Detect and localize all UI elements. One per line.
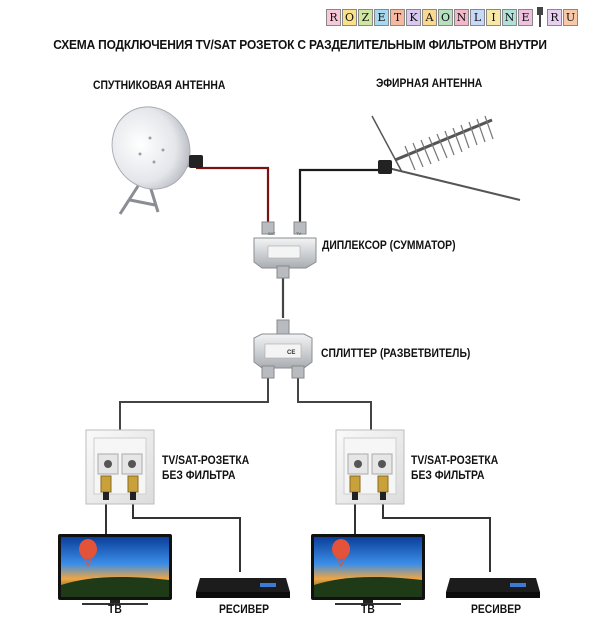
tv-sat-socket-right <box>335 429 405 505</box>
terrestrial-antenna-icon <box>371 115 521 201</box>
cable-socket-left-to-receiver <box>132 500 241 572</box>
tv-sat-socket-left <box>85 429 155 505</box>
logo-letter: I <box>486 8 501 26</box>
logo-letter: L <box>470 8 485 26</box>
plug-icon <box>534 5 546 29</box>
receiver-right-icon <box>446 578 540 598</box>
label-tv-right: ТВ <box>361 604 375 616</box>
label-socket-right: TV/SAT-РОЗЕТКА БЕЗ ФИЛЬТРА <box>411 454 498 484</box>
label-socket-left-line2: БЕЗ ФИЛЬТРА <box>162 470 236 482</box>
label-diplexer: ДИПЛЕКСОР (СУММАТОР) <box>322 240 456 252</box>
splitter-device: CE <box>253 319 313 379</box>
diplexer-port-sat: SAT <box>268 231 276 236</box>
cable-socket-right-to-receiver <box>382 500 491 572</box>
splitter-brand: CE <box>287 350 295 356</box>
label-splitter: СПЛИТТЕР (РАЗВЕТВИТЕЛЬ) <box>321 348 471 360</box>
logo-letter: O <box>342 8 357 26</box>
logo-letter: Z <box>358 8 373 26</box>
label-socket-right-line1: TV/SAT-РОЗЕТКА <box>411 455 499 467</box>
cable-sat-to-diplexer <box>196 166 270 228</box>
logo-letter: N <box>502 8 517 26</box>
tv-right-icon <box>311 534 425 605</box>
logo-letter: R <box>326 8 341 26</box>
label-terrestrial-antenna: ЭФИРНАЯ АНТЕННА <box>376 78 483 90</box>
cable-splitter-to-socket-right <box>297 376 372 432</box>
logo-letter: A <box>422 8 437 26</box>
diplexer-port-tv: TV <box>296 231 301 236</box>
logo-letter: U <box>563 8 578 26</box>
logo-letter: T <box>390 8 405 26</box>
label-socket-left: TV/SAT-РОЗЕТКА БЕЗ ФИЛЬТРА <box>162 454 249 484</box>
logo-letter: E <box>374 8 389 26</box>
diagram-title: СХЕМА ПОДКЛЮЧЕНИЯ TV/SAT РОЗЕТОК С РАЗДЕ… <box>53 37 547 52</box>
diplexer-device: SAT TV <box>253 221 317 279</box>
label-receiver-right: РЕСИВЕР <box>471 604 522 616</box>
label-receiver-left: РЕСИВЕР <box>219 604 270 616</box>
receiver-left-icon <box>196 578 290 598</box>
logo-letter: K <box>406 8 421 26</box>
label-tv-left: ТВ <box>108 604 122 616</box>
tv-left-icon <box>58 534 172 605</box>
satellite-dish-icon <box>111 106 203 215</box>
label-socket-right-line2: БЕЗ ФИЛЬТРА <box>411 470 485 482</box>
logo-letter: N <box>454 8 469 26</box>
logo-letter: R <box>547 8 562 26</box>
logo-letter: E <box>518 8 533 26</box>
cable-air-to-diplexer <box>298 168 381 228</box>
label-satellite-antenna: СПУТНИКОВАЯ АНТЕННА <box>93 80 226 92</box>
label-socket-left-line1: TV/SAT-РОЗЕТКА <box>162 455 250 467</box>
cable-splitter-to-socket-left <box>119 376 269 432</box>
logo-letter: O <box>438 8 453 26</box>
